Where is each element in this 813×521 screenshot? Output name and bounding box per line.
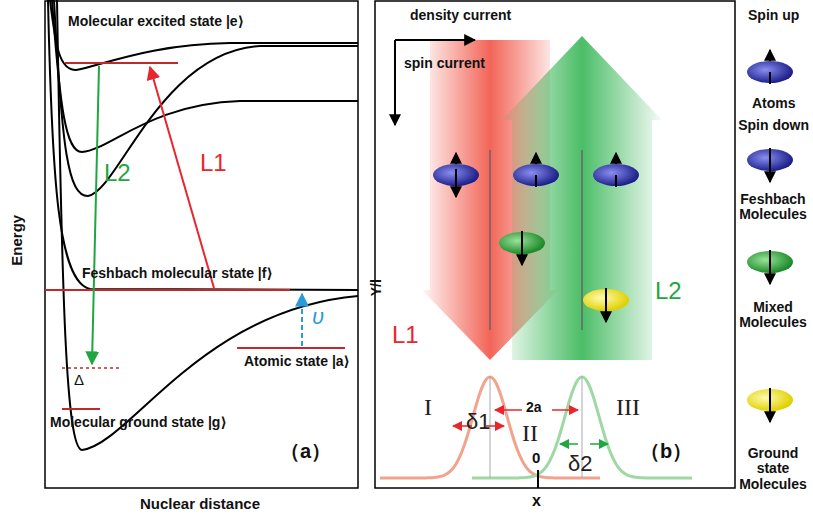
particle-symbol [513, 153, 559, 187]
width-label: δ2 [568, 452, 592, 476]
legend-text: Mixed Molecules [737, 300, 809, 331]
panel-label: （b） [640, 440, 692, 462]
particle-symbol [747, 148, 793, 182]
legend-text: Feshbach Molecules [737, 192, 809, 223]
legend-text: Ground state Molecules [737, 446, 809, 492]
particle-symbol [433, 153, 479, 197]
width-label: δ1 [466, 410, 490, 434]
axis-label: x [532, 492, 541, 510]
laser-label: L2 [655, 278, 682, 304]
particle-symbol [747, 388, 793, 422]
laser-label: L1 [200, 150, 227, 176]
axis-label: Y/l [369, 279, 384, 296]
region-label: II [522, 420, 538, 446]
state-label: Feshbach molecular state |f⟩ [82, 266, 273, 281]
particle-symbol [499, 231, 545, 265]
detuning-label: Δ [74, 372, 84, 389]
particle-symbol [593, 153, 639, 187]
axis-label: Energy [9, 215, 26, 266]
axis-label: Nuclear distance [140, 496, 260, 513]
legend-text: Spin up [748, 8, 799, 23]
laser-label: L1 [392, 322, 419, 348]
legend-text: Spin down [738, 118, 809, 133]
distance-label: 2a [526, 400, 542, 415]
particle-symbol [583, 288, 629, 322]
laser-label: L2 [104, 160, 131, 186]
legend-text: Atoms [752, 96, 796, 111]
state-label: Atomic state |a⟩ [244, 354, 350, 369]
region-label: III [616, 394, 640, 420]
arrow-label: spin current [404, 56, 485, 71]
particle-symbol [747, 250, 793, 284]
region-label: I [424, 394, 432, 420]
arrow-label: density current [410, 8, 511, 23]
panel-label: （a） [280, 440, 331, 462]
particle-symbol [747, 50, 793, 84]
frequency-label: υ [312, 305, 324, 329]
state-label: Molecular excited state |e⟩ [68, 14, 244, 29]
state-label: Molecular ground state |g⟩ [50, 415, 227, 430]
axis-label: 0 [532, 450, 540, 467]
